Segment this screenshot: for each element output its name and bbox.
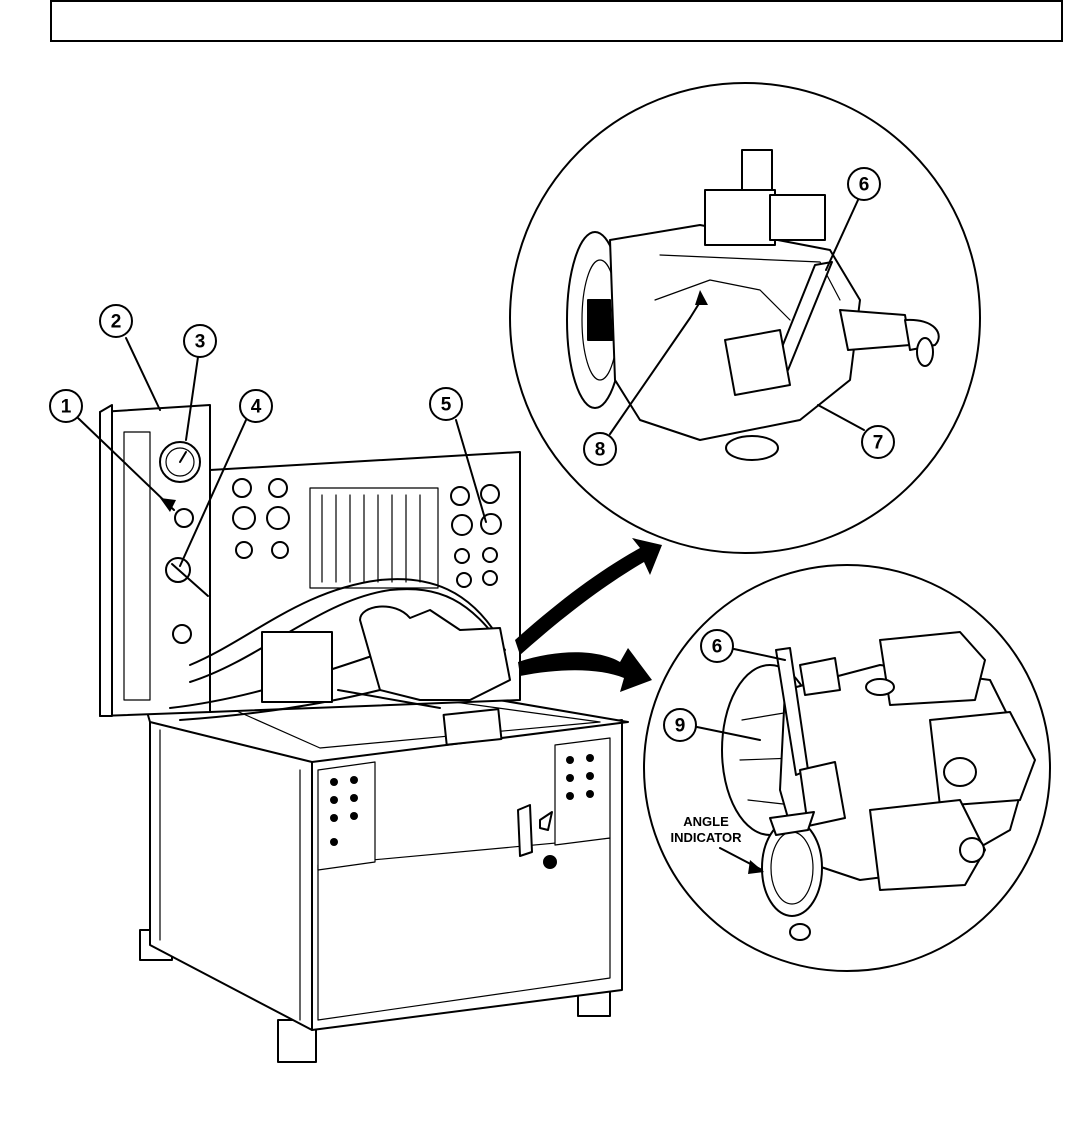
callout-2-number: 2: [111, 312, 122, 333]
callout-6b-number: 6: [712, 637, 723, 658]
callout-4-number: 4: [251, 397, 262, 418]
arrow-to-bottom-inset: [518, 648, 652, 692]
tower-sight-glass: [124, 432, 150, 700]
callout-7: 7: [862, 426, 894, 458]
callout-8-number: 8: [595, 440, 606, 461]
arrow-to-top-inset: [515, 538, 662, 655]
top-inset: [510, 83, 980, 553]
callout-2: 2: [100, 305, 132, 337]
leader-2: [126, 338, 160, 410]
top-fitting: [742, 150, 772, 190]
callout-6-bottom: 6: [701, 630, 733, 662]
callout-1-number: 1: [61, 397, 72, 418]
callout-3-number: 3: [195, 332, 206, 353]
cabinet-control-panel-left: [318, 762, 375, 870]
callout-4: 4: [240, 390, 272, 422]
angle-indicator-label-line2: INDICATOR: [670, 830, 742, 845]
callout-8: 8: [584, 433, 616, 465]
callout-1: 1: [50, 390, 82, 422]
callout-5-number: 5: [441, 395, 452, 416]
callout-5: 5: [430, 388, 462, 420]
callout-6a-number: 6: [859, 175, 870, 196]
angle-indicator-label-line1: ANGLE: [683, 814, 729, 829]
callout-3: 3: [184, 325, 216, 357]
bottom-inset: [644, 565, 1050, 971]
callout-6-top: 6: [848, 168, 880, 200]
cabinet-control-panel-right: [555, 738, 610, 845]
callout-9-number: 9: [675, 716, 686, 737]
callout-7-number: 7: [873, 433, 884, 454]
test-stand: [100, 405, 628, 1062]
tower-valve-knob: [175, 509, 193, 527]
injector-rack: [262, 632, 332, 702]
callout-9: 9: [664, 709, 696, 741]
cabinet-side: [150, 720, 312, 1030]
